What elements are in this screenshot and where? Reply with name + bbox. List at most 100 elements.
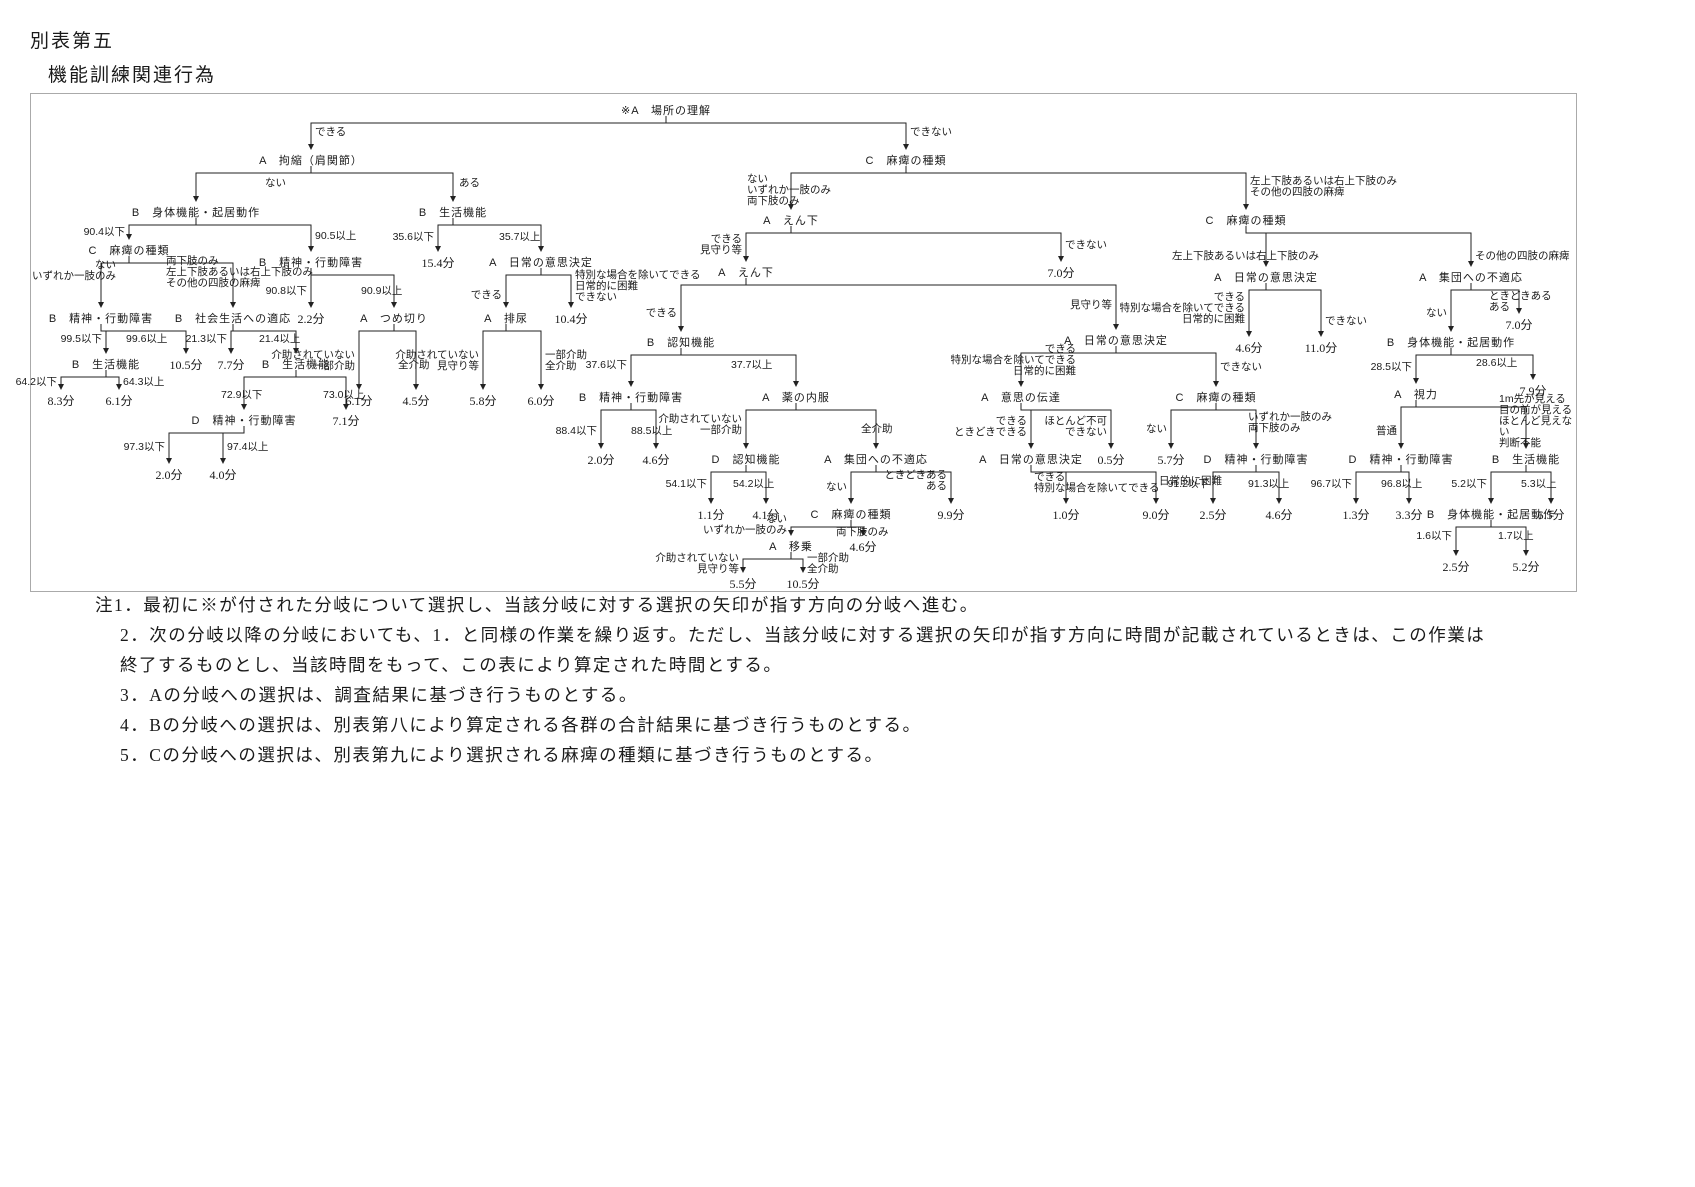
tree-leaf-l3: 10.4分: [554, 312, 588, 326]
edge-label-n11-l12: 一部介助 全介助: [545, 349, 587, 372]
edge-label-n8-l5: 21.3以下: [185, 333, 227, 345]
tree-node-n33: B 生活機能: [1491, 454, 1561, 466]
edge-label-n20-l19: 28.6以上: [1476, 357, 1518, 369]
tree-leaf-l20: 2.0分: [587, 453, 615, 467]
edge-label-n4-n10: 35.7以上: [499, 231, 541, 243]
edge-label-n12-l6: 64.2以下: [15, 376, 57, 388]
tree-node-n9: A つめ切り: [360, 313, 428, 325]
tree-leaf-l8: 7.1分: [332, 414, 360, 428]
tree-leaf-l9: 6.1分: [345, 394, 373, 408]
tree-leaf-l15: 7.0分: [1047, 266, 1075, 280]
edge-label-n33-l33: 5.3以上: [1521, 478, 1557, 490]
edge-label-n21-n25: 37.6以下: [585, 359, 627, 371]
page-title: 別表第五: [30, 31, 115, 52]
edge-label-n16-n19: その他の四肢の麻痺: [1475, 250, 1570, 262]
edge-label-n32-l32: 96.8以上: [1381, 478, 1423, 490]
edge-label-n33-n35: 5.2以下: [1451, 478, 1487, 490]
edge-label-n15-l15: できない: [1065, 239, 1107, 251]
tree-node-n25: B 精神・行動障害: [578, 392, 684, 404]
note-line-5: 4．Bの分岐への選択は、別表第八により算定される各群の合計結果に基づき行うものと…: [120, 715, 922, 735]
edge-label-n31-l30: 91.3以上: [1248, 478, 1290, 490]
tree-node-n28: D 認知機能: [711, 454, 781, 466]
tree-node-n36: A 移乗: [769, 541, 813, 553]
edge-label-n9-l9: 介助されていない 一部介助: [271, 349, 355, 372]
tree-leaf-l33: 6.5分: [1537, 508, 1565, 522]
tree-node-n26: A 薬の内服: [762, 392, 830, 404]
tree-node-n21: B 認知機能: [646, 337, 716, 349]
tree-leaf-l11: 5.8分: [469, 394, 497, 408]
tree-node-n27: A 視力: [1394, 389, 1438, 401]
tree-leaf-l6: 8.3分: [47, 394, 75, 408]
edge-label-n14-l14: 97.4以上: [227, 441, 269, 453]
edge-label-n27-n33: 1m先が見える 目の前が見える ほとんど見えない 判断不能: [1499, 393, 1573, 449]
edge-label-n35-l37: 1.6以下: [1416, 530, 1452, 542]
tree-leaf-l21: 4.6分: [642, 453, 670, 467]
edge-label-n7-n12: 99.5以下: [60, 333, 102, 345]
edge-label-n0-n1: できる: [315, 126, 347, 138]
edge-label-n26-n29: 全介助: [861, 423, 893, 435]
tree-leaf-l13: 2.0分: [155, 468, 183, 482]
edge-label-n23-n30: できる ときどきできる: [954, 415, 1027, 438]
edge-label-n29-l26: ときどきある ある: [884, 469, 947, 492]
tree-node-n20: B 身体機能・起居動作: [1386, 337, 1516, 349]
tree-node-n19: A 集団への不適応: [1419, 272, 1523, 284]
tree-node-n34: C 麻痺の種類: [810, 509, 892, 521]
tree-leaf-l22: 0.5分: [1097, 453, 1125, 467]
tree-leaf-l29: 2.5分: [1199, 508, 1227, 522]
tree-leaf-l1: 2.2分: [297, 312, 325, 326]
tree-node-n7: B 精神・行動障害: [48, 313, 154, 325]
tree-leaf-l23: 5.7分: [1157, 453, 1185, 467]
edge-label-n31-l29: 91.2以下: [1167, 478, 1209, 490]
tree-leaf-l24: 1.1分: [697, 508, 725, 522]
tree-leaf-l17: 4.6分: [1235, 341, 1263, 355]
edge-label-n10-n11: できる: [470, 289, 502, 301]
edge-label-n22-n23: できる 特別な場合を除いてできる 日常的に困難: [950, 343, 1076, 377]
tree-node-n31: D 精神・行動障害: [1203, 454, 1309, 466]
tree-leaf-l19: 7.9分: [1519, 384, 1547, 398]
decision-tree: ※A 場所の理解 A 拘縮（肩関節） C 麻痺の種類 B 身体機能・起居動作 B 生活機…: [16, 93, 1577, 592]
edge-label-n3-n5: 90.4以下: [83, 226, 125, 238]
edge-label-n34-n36: ない いずれか一肢のみ: [703, 513, 787, 536]
tree-leaf-l12: 6.0分: [527, 394, 555, 408]
tree-node-n24: C 麻痺の種類: [1175, 392, 1257, 404]
tree-leaf-l37: 2.5分: [1442, 560, 1470, 574]
tree-node-n14: D 精神・行動障害: [191, 415, 297, 427]
edge-label-n3-n6: 90.5以上: [315, 230, 357, 242]
edge-label-n35-l38: 1.7以上: [1498, 530, 1534, 542]
tree-node-n13: B 生活機能: [261, 359, 331, 371]
edge-label-n27-n32: 普通: [1376, 425, 1397, 437]
edge-label-n16-n18: 左上下肢あるいは右上下肢のみ: [1172, 250, 1319, 262]
tree-leaf-l27: 1.0分: [1052, 508, 1080, 522]
tree-node-n4: B 生活機能: [418, 207, 488, 219]
note-line-2: 2．次の分岐以降の分岐においても、1．と同様の作業を繰り返す。ただし、当該分岐に…: [120, 625, 1486, 645]
edge-label-n28-l24: 54.1以下: [665, 478, 707, 490]
edge-label-n1-n3: ない: [265, 177, 286, 189]
edge-label-n24-l23: ない: [1146, 423, 1167, 435]
tree-node-n3: B 身体機能・起居動作: [131, 207, 261, 219]
tree-node-n32: D 精神・行動障害: [1348, 454, 1454, 466]
edge-label-n34-l34: 両下肢のみ: [836, 526, 889, 538]
tree-node-n1: A 拘縮（肩関節）: [259, 155, 363, 167]
tree-leaf-l30: 4.6分: [1265, 508, 1293, 522]
tree-node-n0: ※A 場所の理解: [621, 105, 711, 117]
tree-node-n8: B 社会生活への適応: [174, 313, 292, 325]
tree-node-n16: C 麻痺の種類: [1205, 215, 1287, 227]
edge-label-n9-l10: 全介助: [398, 359, 430, 371]
tree-leaf-l16: 7.0分: [1505, 318, 1533, 332]
edge-label-n6-l1: 90.8以下: [265, 285, 307, 297]
tree-node-n5: C 麻痺の種類: [88, 245, 170, 257]
edge-label-n10-l3: 特別な場合を除いてできる 日常的に困難 できない: [575, 269, 701, 303]
edge-label-n20-n27: 28.5以下: [1370, 361, 1412, 373]
edge-label-n24-n31: いずれか一肢のみ 両下肢のみ: [1248, 411, 1332, 434]
edge-label-n11-l11: 介助されていない 見守り等: [395, 349, 479, 372]
tree-node-n11: A 排尿: [484, 313, 528, 325]
edge-label-n2-n15: ない いずれか一肢のみ 両下肢のみ: [747, 173, 831, 207]
tree-leaf-l32: 3.3分: [1395, 508, 1423, 522]
tree-leaf-l5: 7.7分: [217, 358, 245, 372]
edge-label-n2-n16: 左上下肢あるいは右上下肢のみ その他の四肢の麻痺: [1250, 175, 1397, 198]
edge-label-n13-n14: 72.9以下: [221, 389, 263, 401]
edge-label-n5-n8: 両下肢のみ 左上下肢あるいは右上下肢のみ その他の四肢の麻痺: [166, 255, 313, 289]
edge-label-n26-n28: 介助されていない 一部介助: [658, 413, 742, 436]
tree-connectors: [58, 116, 1554, 573]
